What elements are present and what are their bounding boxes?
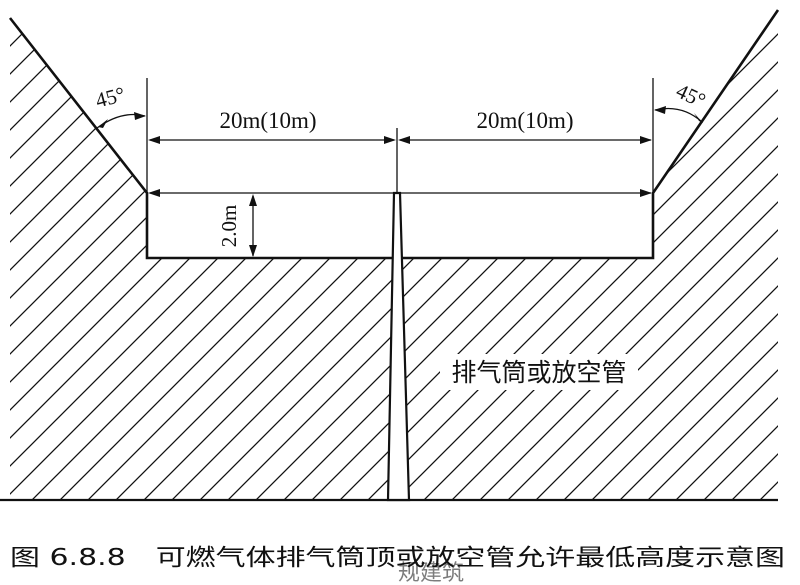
watermark-text: 规建筑 xyxy=(398,561,464,585)
left-distance-label: 20m(10m) xyxy=(219,108,316,133)
right-distance-label: 20m(10m) xyxy=(476,108,573,133)
pipe-label: 排气筒或放空管 xyxy=(451,358,626,387)
figure-caption: 图 6.8.8 可燃气体排气筒顶或放空管允许最低高度示意图 xyxy=(10,545,785,571)
height-label: 2.0m xyxy=(217,205,241,248)
